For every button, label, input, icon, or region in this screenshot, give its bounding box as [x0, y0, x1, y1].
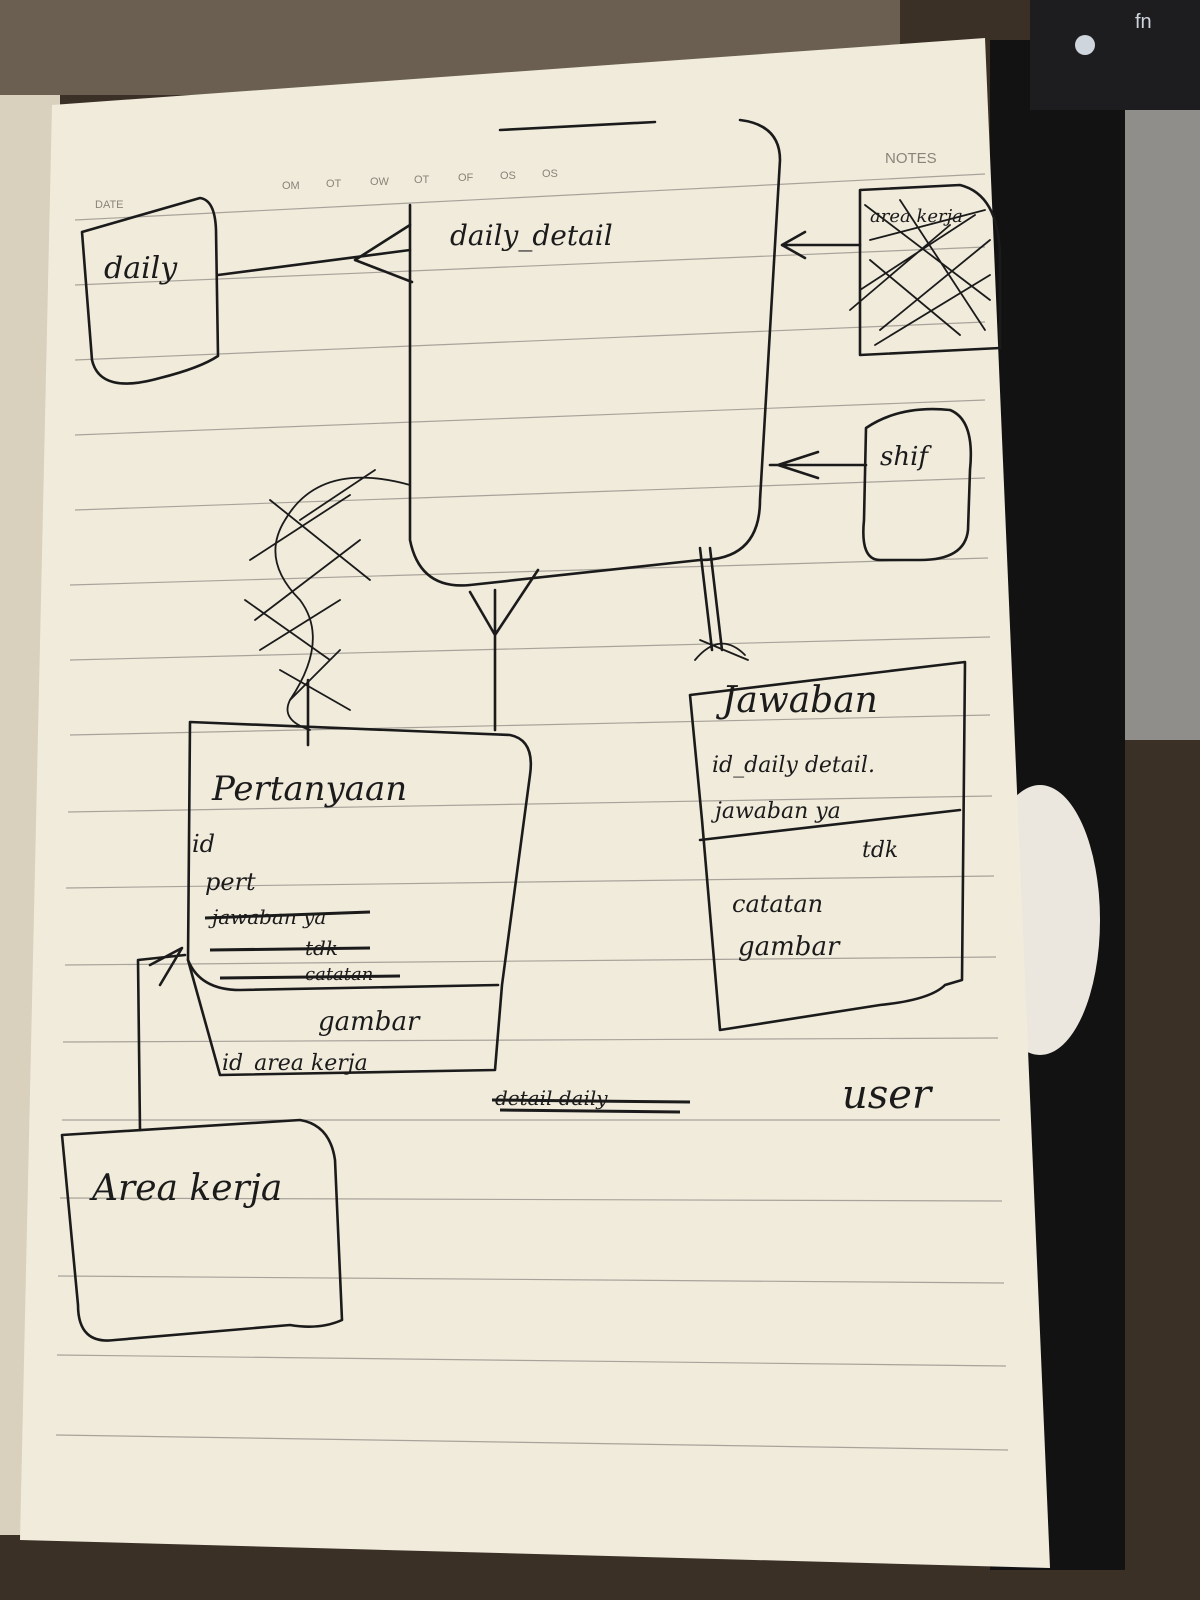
struck-note: detail daily: [491, 1086, 691, 1114]
globe-key-icon: [1075, 35, 1095, 55]
date-label: DATE: [95, 199, 124, 211]
entity-shift: shif: [768, 407, 973, 562]
pertanyaan-field-gambar: gambar: [318, 1007, 421, 1037]
pertanyaan-struck-catatan: catatan: [305, 964, 373, 985]
jawaban-title: Jawaban: [715, 680, 878, 721]
daily-box: [80, 196, 220, 385]
fn-key-icon: fn: [1135, 11, 1152, 33]
ruled-lines: [55, 173, 1009, 1451]
daily-detail-title: daily_detail: [450, 219, 613, 252]
entity-area-kerja-struck: area kerja: [780, 183, 1002, 357]
jawaban-field-jawaban-ya: jawaban ya: [710, 799, 841, 824]
entity-daily: daily: [80, 196, 220, 385]
user-label: user: [842, 1072, 934, 1118]
weekday-thu: OT: [414, 174, 430, 186]
area-kerja-title: Area kerja: [89, 1168, 282, 1209]
relation-daily-detail-pertanyaan: [468, 568, 540, 732]
jawaban-field-catatan: catatan: [732, 890, 823, 918]
entity-daily-detail: daily_detail: [408, 118, 782, 587]
weekday-sat: OS: [500, 170, 516, 182]
jawaban-field-gambar: gambar: [738, 932, 841, 962]
crossed-out-relation: [244, 469, 411, 747]
weekday-labels: OM OT OW OT OF OS OS: [282, 168, 558, 192]
entity-pertanyaan: Pertanyaan id pert jawaban ya tdk catata…: [186, 720, 533, 1077]
daily-detail-box: [408, 118, 782, 587]
pertanyaan-field-pert: pert: [205, 868, 256, 896]
pertanyaan-title: Pertanyaan: [211, 769, 407, 809]
entity-area-kerja: Area kerja: [60, 946, 344, 1342]
struck-note-text: detail daily: [495, 1086, 608, 1110]
laptop-edge: [1125, 100, 1200, 740]
entity-jawaban: Jawaban id_daily detail. jawaban ya tdk …: [688, 660, 967, 1032]
weekday-mon: OM: [282, 180, 300, 192]
pertanyaan-field-id-area-kerja: id_area kerja: [222, 1051, 368, 1076]
notes-label: NOTES: [885, 150, 937, 167]
weekday-tue: OT: [326, 178, 342, 190]
daily-title: daily: [104, 251, 178, 286]
weekday-sun: OS: [542, 168, 558, 180]
keyboard: [1030, 0, 1200, 110]
relation-daily-daily-detail: [216, 223, 414, 284]
shift-title: shif: [880, 442, 932, 472]
relation-daily-detail-jawaban: [694, 546, 749, 661]
weekday-fri: OF: [458, 172, 474, 184]
weekday-wed: OW: [370, 176, 390, 188]
jawaban-field-id-daily-detail: id_daily detail.: [712, 753, 875, 778]
paper-page: [20, 38, 1050, 1568]
pertanyaan-field-id: id: [192, 830, 215, 858]
jawaban-field-tdk: tdk: [862, 838, 898, 863]
